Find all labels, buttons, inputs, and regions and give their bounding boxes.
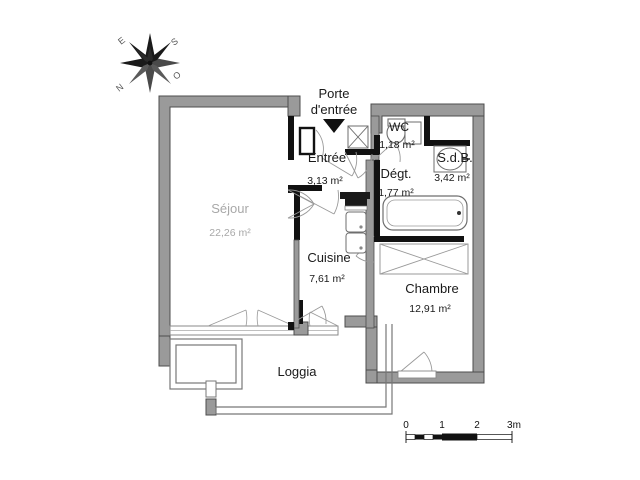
entry-door-label-line2: d'entrée bbox=[311, 102, 358, 117]
room-labels: Séjour 22,26 m² Entrée 3,13 m² WC 1,18 m… bbox=[209, 120, 472, 379]
interior-walls bbox=[288, 115, 470, 330]
room-area-wc: 1,18 m² bbox=[379, 139, 415, 151]
entry-arrow-icon bbox=[323, 119, 345, 133]
compass-rose-icon: N S E O bbox=[114, 33, 183, 94]
room-area-degt: 1,77 m² bbox=[378, 187, 414, 199]
room-label-wc: WC bbox=[389, 120, 409, 134]
scale-tick-2: 2 bbox=[474, 420, 480, 431]
sink-icon bbox=[433, 145, 470, 173]
compass-label-west: O bbox=[171, 69, 183, 81]
room-label-sdb: S.d.B. bbox=[437, 150, 472, 165]
room-label-chambre: Chambre bbox=[405, 281, 458, 296]
room-area-cuisine: 7,61 m² bbox=[309, 273, 345, 285]
room-area-sdb: 3,42 m² bbox=[434, 172, 470, 184]
closet-icon bbox=[347, 125, 369, 149]
entry-door-annotation: Porte d'entrée bbox=[311, 86, 358, 133]
room-area-entree: 3,13 m² bbox=[307, 175, 343, 187]
entry-door bbox=[298, 126, 324, 159]
toilet-icon bbox=[386, 118, 422, 145]
compass-label-south: S bbox=[169, 36, 180, 48]
sejour-window-band bbox=[169, 300, 339, 336]
loggia-structure bbox=[169, 324, 393, 416]
room-area-chambre: 12,91 m² bbox=[409, 303, 451, 315]
scale-tick-3: 3m bbox=[507, 420, 521, 431]
room-label-degt: Dégt. bbox=[380, 166, 411, 181]
scale-tick-1: 1 bbox=[439, 420, 445, 431]
scale-bar: 0 1 2 3m bbox=[403, 420, 521, 443]
kitchen-appliance-icon bbox=[340, 192, 370, 254]
room-area-sejour: 22,26 m² bbox=[209, 227, 251, 239]
room-label-sejour: Séjour bbox=[211, 201, 249, 216]
room-label-cuisine: Cuisine bbox=[307, 250, 350, 265]
room-label-entree: Entrée bbox=[308, 150, 346, 165]
compass-label-north: N bbox=[114, 82, 125, 94]
storage-icon bbox=[379, 243, 469, 275]
bathtub-icon bbox=[382, 195, 468, 231]
compass-label-east: E bbox=[116, 35, 127, 47]
scale-tick-0: 0 bbox=[403, 420, 409, 431]
fixtures bbox=[340, 118, 470, 275]
entry-door-label-line1: Porte bbox=[318, 86, 349, 101]
room-label-loggia: Loggia bbox=[277, 364, 317, 379]
